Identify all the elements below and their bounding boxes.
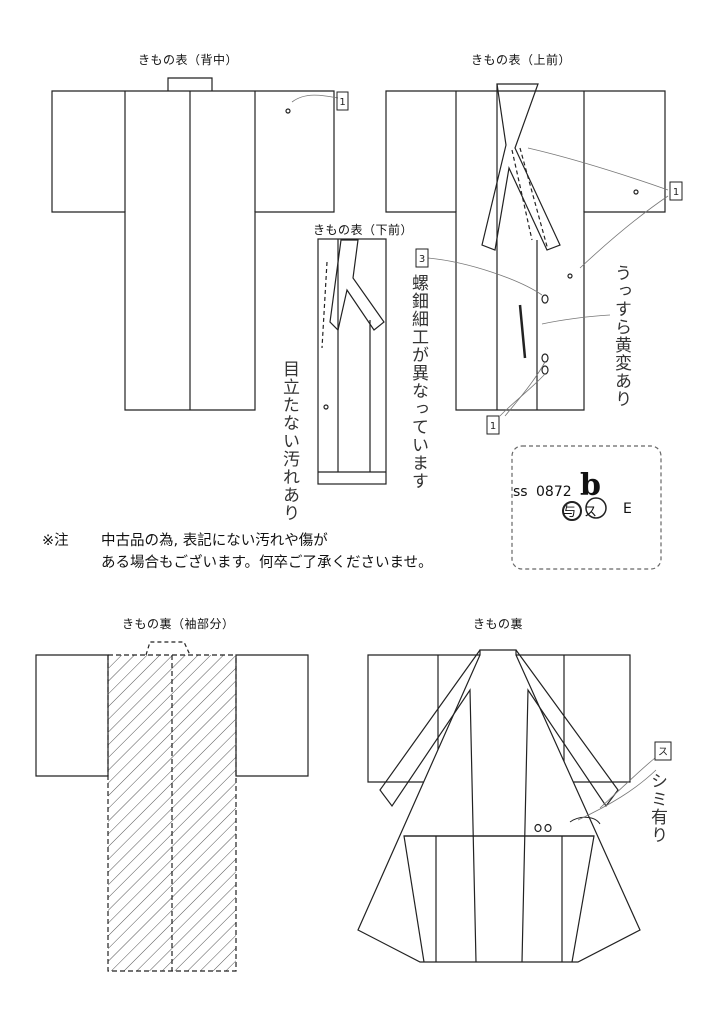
notice-line-2: ある場合もございます。何卒ご了承くださいませ。 — [101, 555, 433, 571]
stock-initials: 与ス — [563, 505, 606, 520]
kimono-lower-front-diagram — [317, 238, 387, 485]
stock-number: 0872 — [536, 484, 572, 500]
stock-handwritten-mark: b — [580, 468, 601, 503]
back-spot-tag: 1 — [339, 97, 345, 108]
notice-line-1: 中古品の為, 表記にない汚れや傷が — [101, 533, 328, 549]
note-lining-stain: シミ有り — [647, 772, 667, 844]
stock-prefix: ss — [513, 484, 528, 500]
kimono-upper-front-diagram — [385, 83, 669, 417]
title-back: きもの表（背中） — [138, 53, 239, 67]
collar-overlap — [481, 83, 561, 251]
lower-spots-tag: 1 — [490, 421, 496, 432]
kimono-lining-sleeve-diagram — [35, 641, 309, 972]
mid-spot-tag: 3 — [419, 254, 425, 265]
title-upper-front: きもの表（上前） — [471, 53, 572, 67]
note-mother-of-pearl: 螺鈿細工が異なっています — [408, 274, 428, 490]
kimono-lining-diagram — [357, 649, 657, 963]
lining-stain-tag: ス — [658, 747, 668, 758]
stock-grade: E — [623, 501, 632, 517]
back-stain-dot — [285, 108, 291, 114]
title-lining: きもの裏 — [473, 617, 524, 631]
note-yellowing: うっすら黄変あり — [611, 264, 631, 408]
note-inconspicuous-stain: 目立たない汚れあり — [279, 360, 299, 522]
kimono-back-diagram — [51, 77, 339, 411]
stock-code-box — [511, 445, 662, 570]
title-lining-sleeve: きもの裏（袖部分） — [122, 617, 235, 631]
notice-mark: ※注 — [42, 533, 69, 549]
title-lower-front: きもの表（下前） — [313, 223, 414, 237]
sleeve-spot-tag: 1 — [673, 187, 679, 198]
